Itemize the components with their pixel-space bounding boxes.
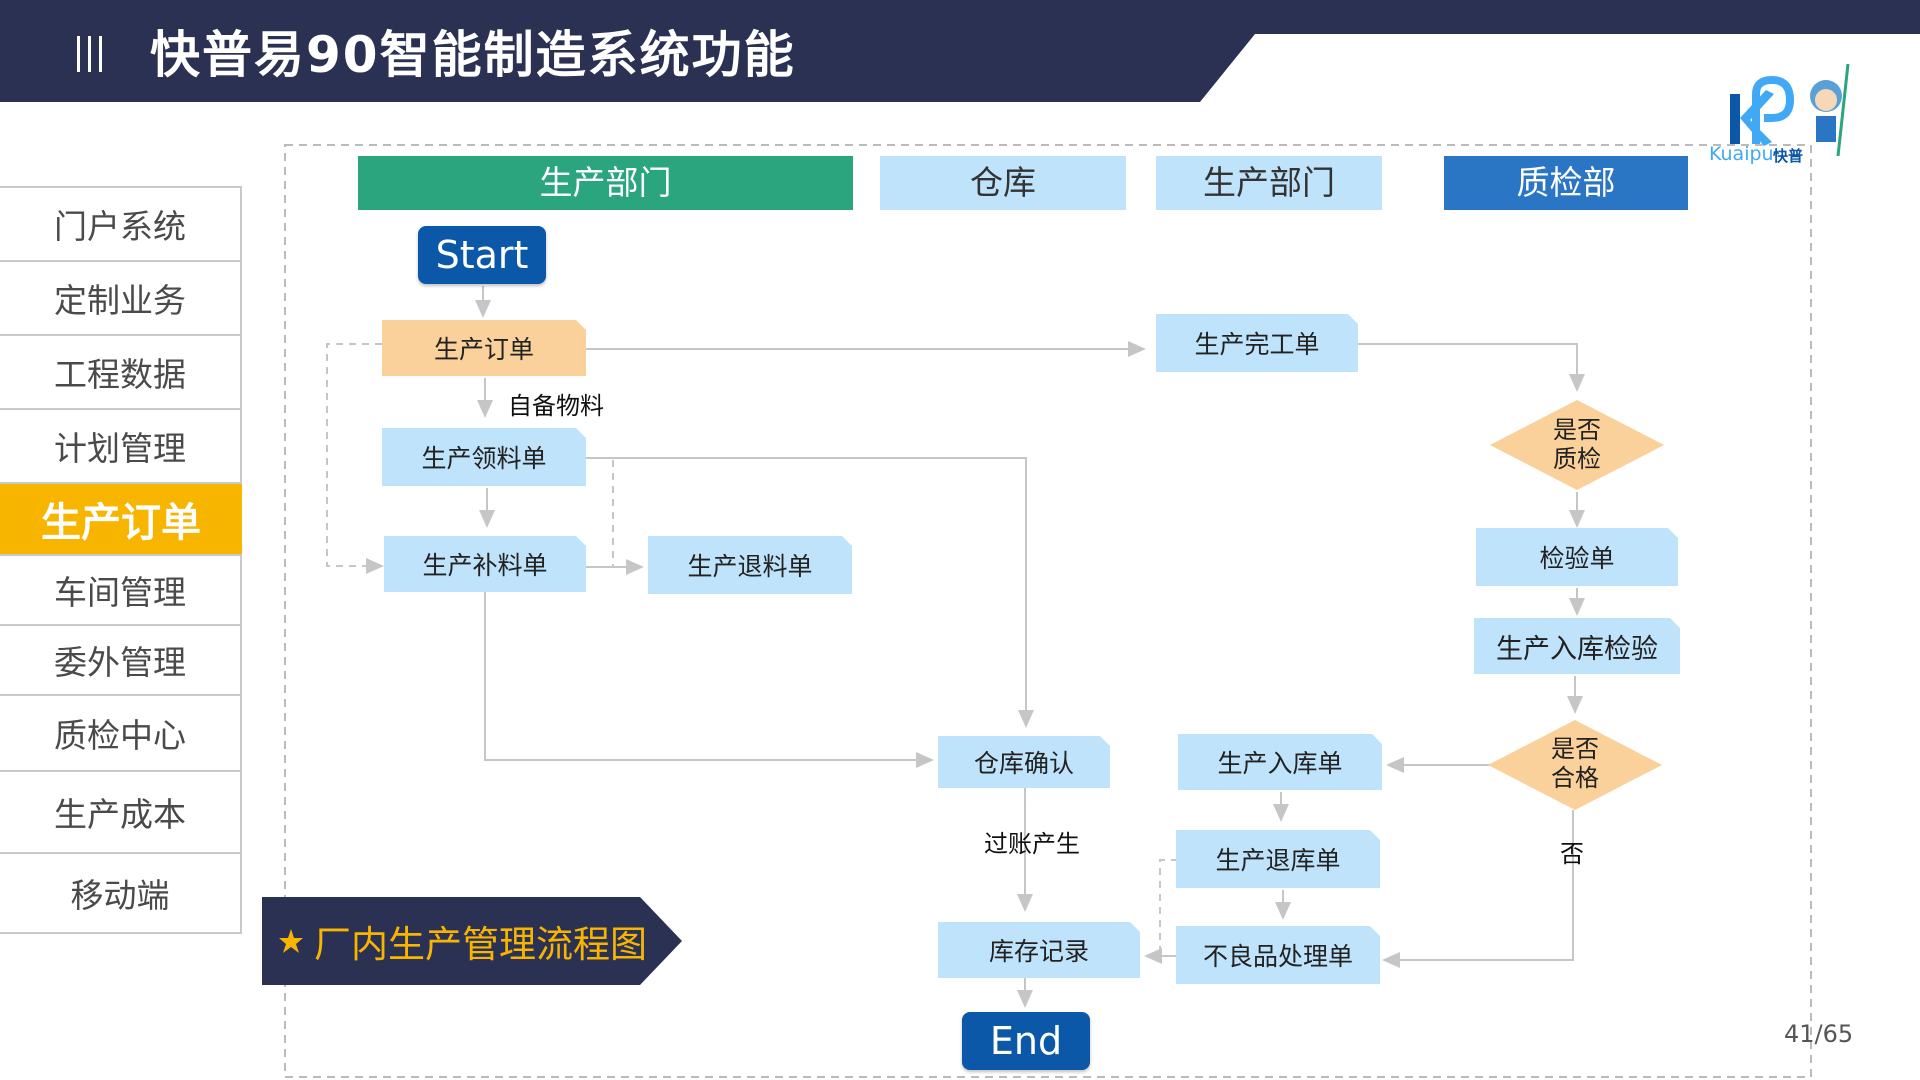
- node-warehouse-confirm: 仓库确认: [938, 736, 1110, 788]
- sidebar-item-label: 工程数据: [54, 355, 186, 394]
- node-inspection: 检验单: [1476, 528, 1678, 586]
- node-stock-in: 生产入库单: [1178, 734, 1382, 790]
- sidebar-item-workshop[interactable]: 车间管理: [0, 556, 242, 626]
- sidebar-item-label: 生产订单: [41, 500, 201, 546]
- label-no: 否: [1560, 840, 1584, 868]
- sidebar-item-quality-center[interactable]: 质检中心: [0, 696, 242, 772]
- sidebar-item-production-order[interactable]: 生产订单: [0, 484, 242, 556]
- flowchart-banner: [262, 897, 682, 985]
- flowchart-banner-label: 厂内生产管理流程图: [314, 923, 647, 966]
- end-node: End: [962, 1012, 1090, 1070]
- sidebar-item-label: 定制业务: [54, 281, 186, 320]
- header-bar: [0, 0, 1920, 102]
- node-supplement: 生产补料单: [384, 536, 586, 592]
- decision-is-qualified: [1488, 720, 1662, 810]
- lane-header-warehouse: 仓库: [880, 156, 1126, 210]
- node-stock-in-inspection: 生产入库检验: [1474, 618, 1680, 674]
- label-self-material: 自备物料: [508, 392, 604, 420]
- decision-is-qc-text: 是否 质检: [1553, 416, 1601, 473]
- sidebar-item-planning[interactable]: 计划管理: [0, 410, 242, 484]
- decision-is-qc: [1490, 400, 1664, 490]
- node-production-order: 生产订单: [382, 320, 586, 376]
- diagram-frame: [284, 144, 1812, 1078]
- page-number: 41/65: [1784, 1020, 1854, 1048]
- lane-header-production-2: 生产部门: [1156, 156, 1382, 210]
- node-completion: 生产完工单: [1156, 314, 1358, 372]
- sidebar-item-mobile[interactable]: 移动端: [0, 854, 242, 934]
- label-posting: 过账产生: [984, 830, 1080, 858]
- node-defect: 不良品处理单: [1176, 926, 1380, 984]
- node-return-material: 生产退料单: [648, 536, 852, 594]
- sidebar-item-label: 移动端: [70, 876, 170, 915]
- sidebar-top-border: [0, 186, 242, 188]
- logo-text: Kuaipu: [1709, 143, 1774, 165]
- lane-header-quality: 质检部: [1444, 156, 1688, 210]
- logo-text-cn: 快普: [1773, 147, 1804, 165]
- sidebar-item-label: 计划管理: [54, 429, 186, 468]
- start-node: Start: [418, 226, 546, 284]
- sidebar-item-label: 委外管理: [54, 643, 186, 682]
- sidebar-item-label: 质检中心: [54, 716, 186, 755]
- sidebar-item-portal[interactable]: 门户系统: [0, 188, 242, 262]
- page-title: 快普易90智能制造系统功能: [150, 26, 796, 84]
- decision-is-qualified-text: 是否 合格: [1551, 735, 1599, 792]
- node-stock-record: 库存记录: [938, 922, 1140, 978]
- sidebar-item-production-cost[interactable]: 生产成本: [0, 772, 242, 854]
- sidebar-item-label: 门户系统: [54, 207, 186, 246]
- node-stock-return: 生产退库单: [1176, 830, 1380, 888]
- sidebar-item-outsourcing[interactable]: 委外管理: [0, 626, 242, 696]
- sidebar-item-label: 生产成本: [54, 795, 186, 834]
- lane-header-production-1: 生产部门: [358, 156, 853, 210]
- menu-bars-icon: [77, 36, 102, 72]
- star-icon: [279, 929, 303, 953]
- sidebar-item-label: 车间管理: [54, 573, 186, 612]
- sidebar-item-engineering-data[interactable]: 工程数据: [0, 336, 242, 410]
- node-pick-list: 生产领料单: [382, 428, 586, 486]
- kuaipu-logo-icon: [1730, 63, 1850, 157]
- sidebar-item-custom-business[interactable]: 定制业务: [0, 262, 242, 336]
